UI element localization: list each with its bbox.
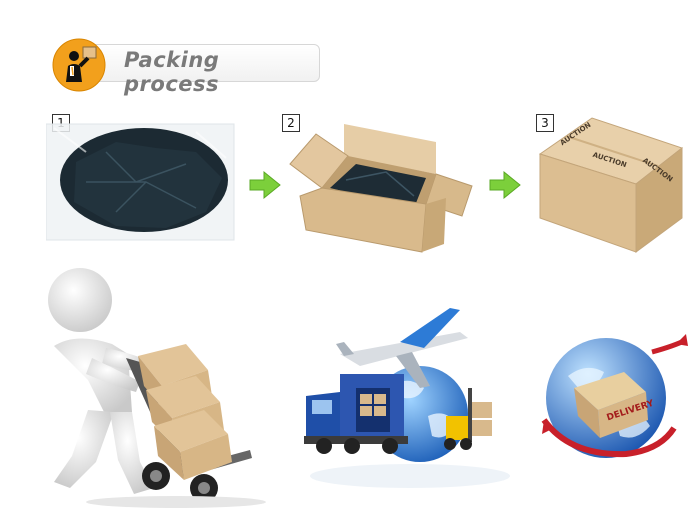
page-title: Packing process: [124, 48, 220, 96]
globe-delivery-box-image: DELIVERY: [540, 332, 690, 472]
arrow-right-icon: [248, 170, 282, 200]
step-number-2: 2: [282, 114, 300, 132]
person-holding-box-icon: [52, 38, 110, 92]
person-with-hand-truck-image: [36, 262, 276, 508]
arrow-right-icon: [488, 170, 522, 200]
header-pill: [82, 44, 320, 82]
truck-plane-globe-image: [300, 296, 510, 496]
section-header: Packing process: [52, 38, 322, 96]
step-number-3: 3: [536, 114, 554, 132]
sealed-carton-image: AUCTION AUCTION AUCTION: [536, 114, 684, 254]
open-carton-image: [286, 112, 476, 258]
bagged-item-image: [46, 122, 236, 242]
